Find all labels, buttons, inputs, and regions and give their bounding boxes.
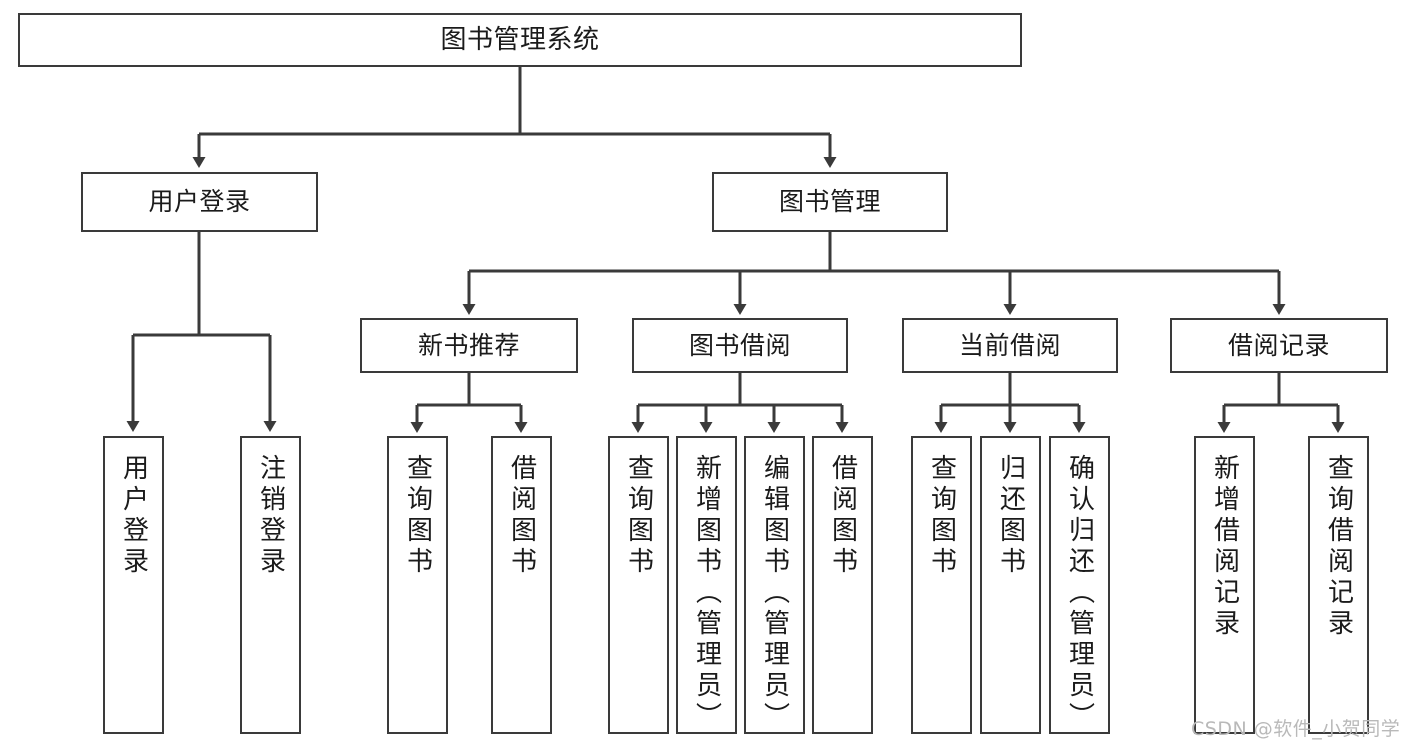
node-book-manage[interactable]: 图书管理 [712, 172, 948, 232]
node-root-label: 图书管理系统 [440, 24, 600, 55]
node-leaf-edit-book-admin-label: 编辑图书（管理员） [759, 454, 790, 733]
node-leaf-query-book-1-label: 查询图书 [402, 454, 433, 578]
node-leaf-query-book-3[interactable]: 查询图书 [911, 436, 972, 734]
node-current-borrow[interactable]: 当前借阅 [902, 318, 1118, 373]
node-leaf-query-book-2-label: 查询图书 [623, 454, 654, 578]
node-leaf-add-record[interactable]: 新增借阅记录 [1194, 436, 1255, 734]
node-borrow-record[interactable]: 借阅记录 [1170, 318, 1388, 373]
node-leaf-add-book-admin[interactable]: 新增图书（管理员） [676, 436, 737, 734]
node-leaf-user-login-label: 用户登录 [118, 454, 149, 578]
node-leaf-query-record[interactable]: 查询借阅记录 [1308, 436, 1369, 734]
node-borrow-record-label: 借阅记录 [1227, 330, 1330, 360]
node-leaf-user-login[interactable]: 用户登录 [103, 436, 164, 734]
node-leaf-return-book-label: 归还图书 [995, 454, 1026, 578]
node-leaf-return-book[interactable]: 归还图书 [980, 436, 1041, 734]
node-current-borrow-label: 当前借阅 [958, 330, 1061, 360]
node-new-book-recommendation[interactable]: 新书推荐 [360, 318, 578, 373]
node-book-borrow-label: 图书借阅 [688, 330, 791, 360]
node-leaf-query-book-1[interactable]: 查询图书 [387, 436, 448, 734]
node-leaf-logout[interactable]: 注销登录 [240, 436, 301, 734]
node-leaf-borrow-book-1[interactable]: 借阅图书 [491, 436, 552, 734]
node-user-login-label: 用户登录 [148, 187, 251, 217]
node-leaf-confirm-return-admin-label: 确认归还（管理员） [1064, 454, 1095, 733]
node-leaf-logout-label: 注销登录 [255, 454, 286, 578]
node-user-login[interactable]: 用户登录 [81, 172, 318, 232]
node-leaf-query-record-label: 查询借阅记录 [1323, 454, 1354, 640]
node-book-manage-label: 图书管理 [778, 187, 881, 217]
node-new-book-recommendation-label: 新书推荐 [417, 330, 520, 360]
node-leaf-borrow-book-2[interactable]: 借阅图书 [812, 436, 873, 734]
node-leaf-borrow-book-1-label: 借阅图书 [506, 454, 537, 578]
node-book-borrow[interactable]: 图书借阅 [632, 318, 848, 373]
node-leaf-query-book-3-label: 查询图书 [926, 454, 957, 578]
node-leaf-edit-book-admin[interactable]: 编辑图书（管理员） [744, 436, 805, 734]
node-leaf-query-book-2[interactable]: 查询图书 [608, 436, 669, 734]
node-root[interactable]: 图书管理系统 [18, 13, 1022, 67]
node-leaf-confirm-return-admin[interactable]: 确认归还（管理员） [1049, 436, 1110, 734]
node-leaf-borrow-book-2-label: 借阅图书 [827, 454, 858, 578]
node-leaf-add-book-admin-label: 新增图书（管理员） [691, 454, 722, 733]
node-leaf-add-record-label: 新增借阅记录 [1209, 454, 1240, 640]
